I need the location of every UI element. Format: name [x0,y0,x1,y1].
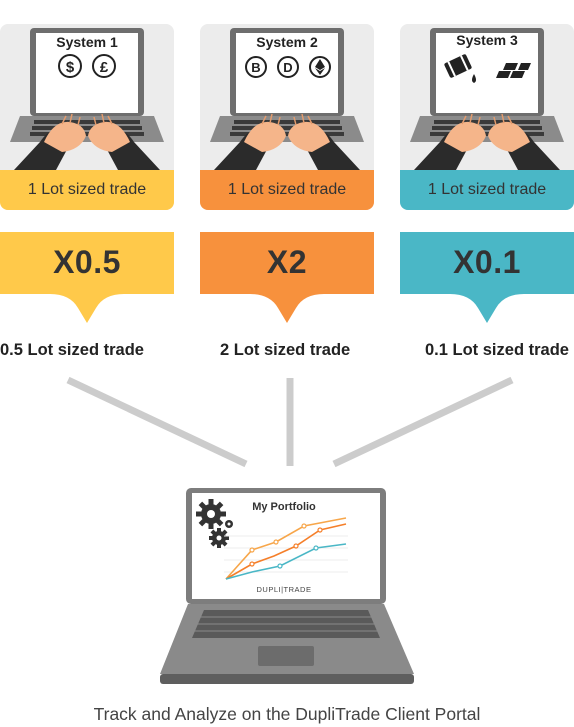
system-2-multiplier: X2 [200,232,374,324]
dash-icon: D [277,56,299,78]
connector-right [332,376,514,468]
system-3-card: System 3 1 Lot sized trade [400,24,574,210]
svg-text:£: £ [100,59,109,76]
system-2-title: System 2 [256,34,318,50]
dollar-icon: $ [58,54,82,78]
system-2-result-label: 2 Lot sized trade [220,341,351,359]
pound-icon: £ [92,54,116,78]
system-3-multiplier: X0.1 [400,232,574,324]
system-2-laptop-illustration: System 2 B D [210,28,364,170]
system-3-title: System 3 [456,32,518,48]
bitcoin-icon: B [245,56,267,78]
system-1-multiplier-shape [0,232,174,323]
chart-gridlines [224,535,348,573]
laptop-trackpad [258,646,314,666]
svg-text:$: $ [66,59,75,76]
gears-icon [196,499,233,548]
system-1-title: System 1 [56,34,118,50]
portal-caption: Track and Analyze on the DupliTrade Clie… [93,704,481,724]
svg-text:B: B [251,60,260,75]
system-1-result-label: 0.5 Lot sized trade [0,341,144,359]
chart-line-orange [225,523,347,580]
connector-left [66,376,248,468]
system-3-input-band: 1 Lot sized trade [400,170,574,210]
system-3-multiplier-shape [400,232,574,323]
system-1-multiplier-value: X0.5 [53,244,121,280]
connector-lines [66,376,514,468]
system-2-multiplier-shape [200,232,374,323]
laptop-screen [192,493,380,599]
system-1-laptop-illustration: System 1 $ £ [10,28,164,170]
oil-barrel-icon [444,54,476,83]
system-2-multiplier-value: X2 [266,244,308,280]
system-3-result-label: 0.1 Lot sized trade [425,341,569,359]
keyboard-keys [194,616,378,632]
system-2-input-band: 1 Lot sized trade [200,170,374,210]
gold-bars-icon [496,63,531,78]
system-3-laptop-illustration: System 3 [410,28,564,170]
duplitrade-logo: DUPLI|TRADE [257,585,312,594]
system-1-input-band: 1 Lot sized trade [0,170,174,210]
portfolio-title: My Portfolio [252,501,316,513]
laptop-front-edge [160,674,414,684]
ethereum-icon [309,56,331,78]
portfolio-laptop: My Portfolio DUPLI|TRADE [160,488,414,684]
system-1-card: System 1 $ £ 1 Lot sized trade [0,24,174,210]
svg-text:D: D [283,60,292,75]
system-3-multiplier-value: X0.1 [453,244,521,280]
system-1-multiplier: X0.5 [0,232,174,324]
system-2-card: System 2 B D 1 Lot sized trade [200,24,374,210]
